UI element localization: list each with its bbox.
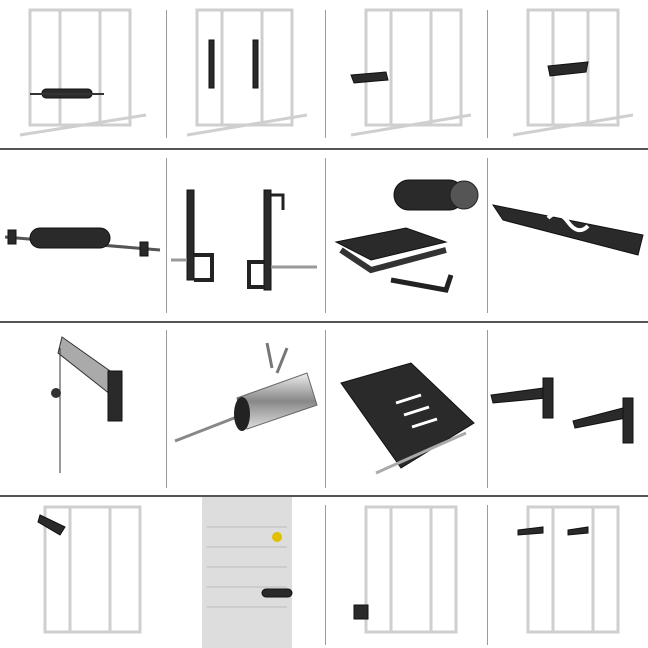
product-image-rack-leg-roller[interactable] [0, 0, 166, 148]
product-image-rack-platform[interactable] [488, 0, 648, 148]
product-image-rack-seat[interactable] [326, 0, 487, 148]
product-image-leg-roller[interactable] [0, 150, 166, 321]
product-image-rack-dip-handles[interactable] [488, 497, 648, 648]
product-image-step-plate[interactable] [326, 323, 487, 495]
column-divider [166, 330, 167, 488]
column-divider [325, 158, 326, 313]
column-divider [487, 330, 488, 488]
column-divider [325, 330, 326, 488]
row-divider [0, 321, 648, 323]
column-divider [325, 10, 326, 138]
product-image-seat-roller[interactable] [326, 150, 487, 321]
row-divider [0, 495, 648, 497]
product-image-dip-handles[interactable] [488, 323, 648, 495]
product-image-rack-landmine[interactable] [326, 497, 487, 648]
row-divider [0, 148, 648, 150]
column-divider [487, 158, 488, 313]
product-image-rack-pulley[interactable] [0, 497, 166, 648]
column-divider [487, 10, 488, 138]
column-divider [166, 10, 167, 138]
product-image-weight-stack[interactable] [167, 497, 325, 648]
column-divider [166, 158, 167, 313]
product-image-jhooks[interactable] [167, 150, 325, 321]
product-image-pulley-arm[interactable] [0, 323, 166, 495]
product-image-landmine[interactable] [167, 323, 325, 495]
column-divider [325, 505, 326, 645]
column-divider [487, 505, 488, 645]
product-image-rack-jhooks[interactable] [167, 0, 325, 148]
product-image-foot-plate[interactable] [488, 150, 648, 321]
